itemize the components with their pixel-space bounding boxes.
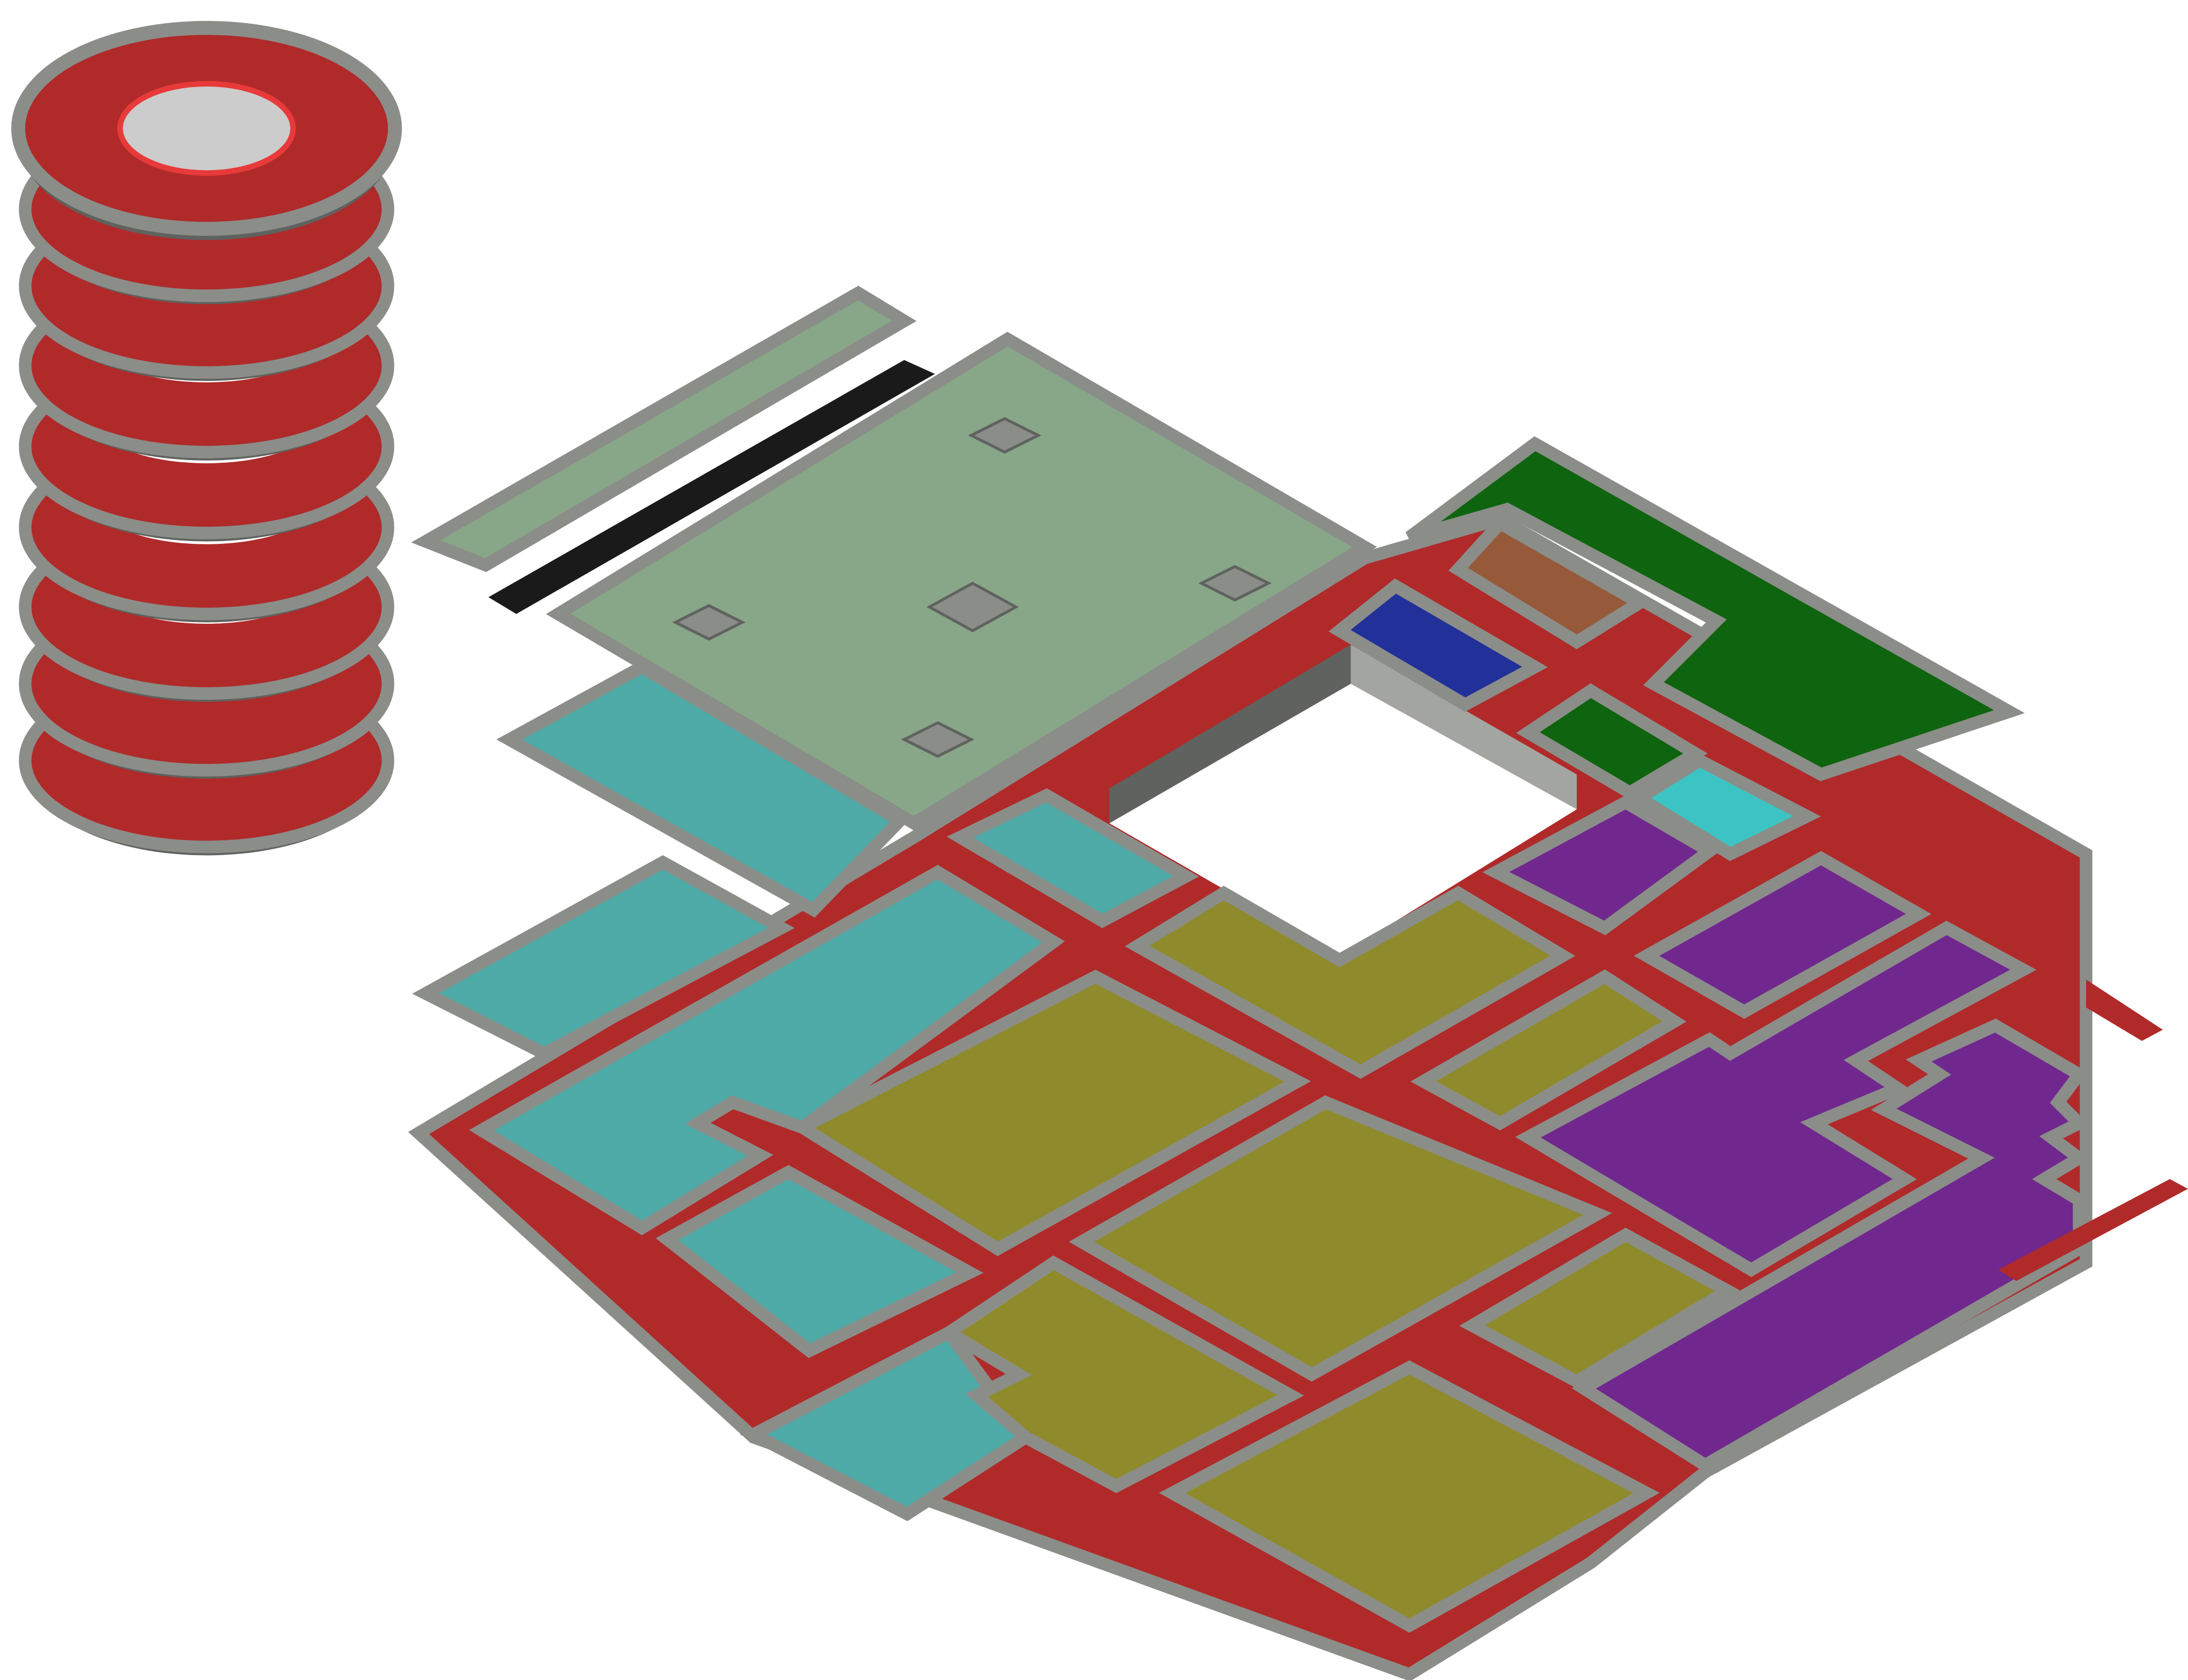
olive-room <box>1459 1228 1741 1389</box>
teal-room <box>469 865 1065 1235</box>
cyan-room <box>1628 753 1821 861</box>
purple-room <box>1634 851 1932 1019</box>
tower-core <box>117 80 296 176</box>
olive-room <box>1410 969 1687 1131</box>
navy-room <box>1328 578 1548 712</box>
olive-room <box>1159 1360 1660 1633</box>
olive-room <box>1068 1095 1612 1382</box>
pillar-block <box>968 417 1041 454</box>
pillar-block <box>901 721 975 758</box>
black-strip <box>488 360 935 614</box>
green-room <box>1406 436 2025 781</box>
teal-room <box>412 855 795 1061</box>
purple-room <box>1515 920 2036 1277</box>
courtyard-platform <box>545 332 1377 831</box>
purple-room <box>1571 1018 2090 1473</box>
teal-room <box>656 1165 984 1358</box>
teal-room <box>947 788 1200 928</box>
opening-wall <box>1109 644 1351 824</box>
corridor-strip <box>2086 979 2163 1041</box>
olive-room <box>937 1255 1304 1493</box>
green-room-small <box>1516 683 1708 800</box>
teal-room <box>496 660 910 918</box>
cylinder-tower <box>11 20 402 856</box>
pillar-block <box>672 604 745 641</box>
purple-room <box>1482 795 1721 936</box>
grate-block <box>926 581 1019 633</box>
courtyard-strip <box>411 285 917 572</box>
opening-wall <box>1350 644 1577 809</box>
pillar-block <box>1198 565 1272 602</box>
olive-room <box>790 969 1311 1256</box>
building-floor-plan <box>408 285 2188 1680</box>
corridor-strip <box>1998 1179 2188 1281</box>
olive-room <box>1125 885 1575 1079</box>
brown-room <box>1448 515 1652 650</box>
